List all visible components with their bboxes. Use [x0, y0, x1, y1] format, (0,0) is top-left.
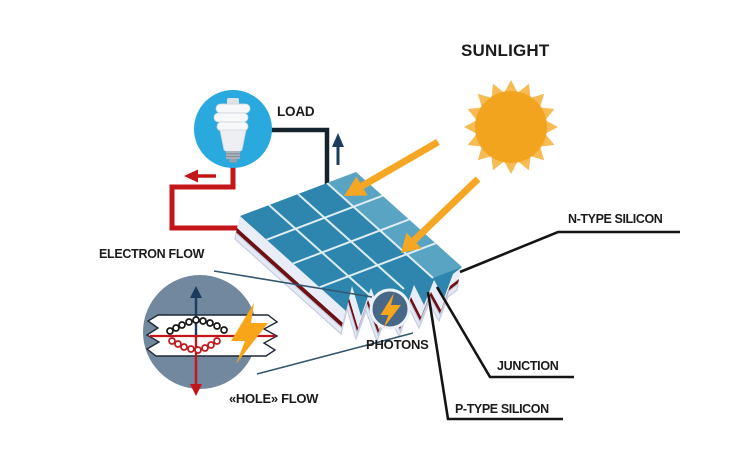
hole-dot-icons	[168, 337, 221, 354]
p-type-layer	[234, 231, 459, 343]
current-up-arrow	[332, 133, 344, 165]
hole-flow-label: «HOLE» FLOW	[229, 391, 319, 406]
n-type-callout-line	[459, 230, 680, 274]
photon-arrow-1	[344, 138, 440, 196]
electron-dot-icons	[166, 316, 228, 335]
red-wire	[169, 155, 243, 231]
junction-detail-circle	[143, 275, 279, 396]
photons-circle	[369, 288, 411, 330]
silicon-layers	[234, 216, 462, 343]
black-wire	[270, 127, 330, 189]
load-label: LOAD	[277, 104, 315, 119]
callout-lines	[426, 230, 680, 421]
sunlight-label: SUNLIGHT	[461, 41, 550, 60]
lightning-bolt-icon	[380, 293, 401, 328]
junction-callout-line	[435, 286, 574, 379]
electron-flow-label: ELECTRON FLOW	[99, 247, 205, 261]
zoom-connector-lines	[213, 270, 414, 375]
solar-panel	[240, 172, 462, 318]
photons-label: PHOTONS	[366, 337, 429, 352]
electron-flow-arrow	[190, 286, 202, 335]
n-type-silicon-label: N-TYPE SILICON	[568, 212, 663, 226]
panel-grid	[266, 172, 462, 301]
current-left-arrow	[184, 169, 216, 183]
load-circle	[194, 90, 272, 168]
hole-flow-arrow	[190, 337, 202, 396]
p-type-callout-line	[426, 291, 563, 421]
lightning-bolt-icon	[231, 303, 268, 364]
junction-label: JUNCTION	[497, 359, 559, 373]
sun-icon	[464, 80, 558, 174]
photon-arrow-2	[401, 176, 481, 253]
p-type-silicon-label: P-TYPE SILICON	[455, 402, 549, 416]
cfl-bulb-icon	[213, 98, 251, 163]
